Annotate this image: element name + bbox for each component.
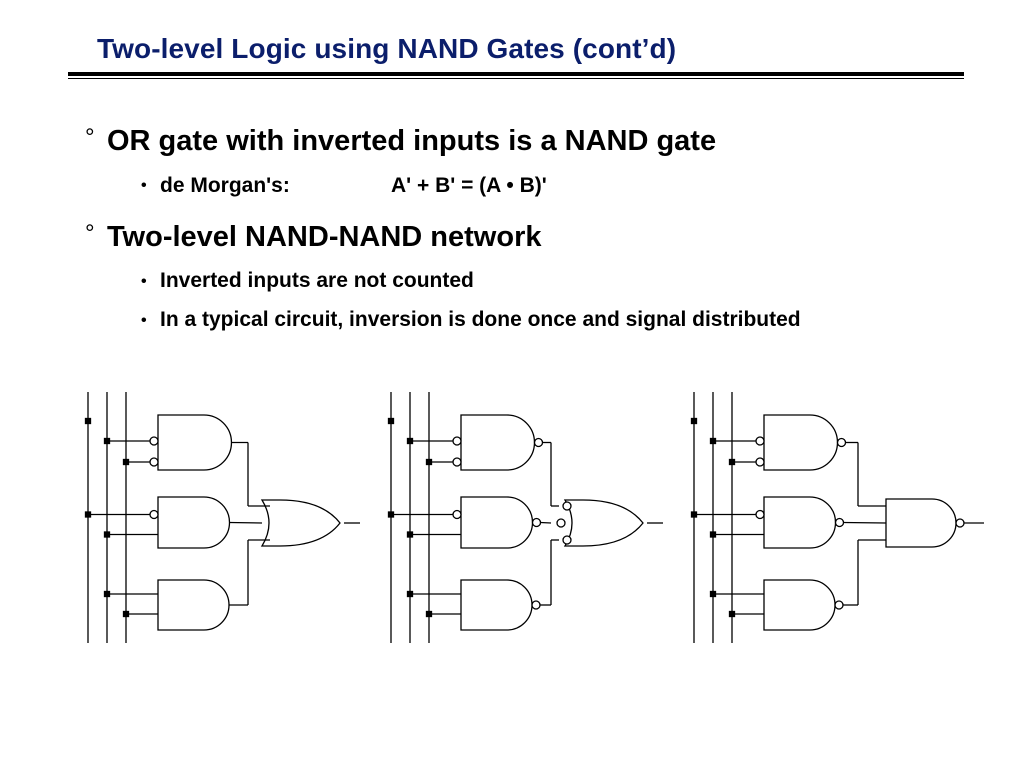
inversion-bubble [533,437,544,448]
and-gate [460,496,534,549]
de-morgan-formula: A' + B' = (A • B)' [391,174,547,197]
junction-dot [122,458,130,466]
wire [540,521,552,524]
junction-dot [406,590,414,598]
junction-dot [728,458,736,466]
junction-dot [387,511,395,518]
junction-dot [84,417,92,425]
junction-dot [709,531,717,538]
inversion-bubble [149,436,159,446]
sub-bullet-marker: • [141,312,147,329]
inversion-bubble [562,501,572,511]
inversion-bubble [755,457,765,467]
or-gate [563,499,644,547]
junction-dot [387,417,395,425]
inversion-bubble [149,509,159,520]
junction-dot [103,437,111,445]
bullet-marker: ° [85,124,95,151]
inversion-bubble [531,517,542,528]
and-gate [157,414,233,471]
and-gate [763,496,837,549]
sub-bullet-inverted-inputs: Inverted inputs are not counted [160,269,474,292]
junction-dot [122,610,130,618]
inversion-bubble [452,436,462,446]
junction-dot [690,417,698,425]
inversion-bubble [834,517,845,528]
bullet-nand-nand-network: Two-level NAND-NAND network [107,221,542,253]
junction-dot [425,610,433,618]
slide-title: Two-level Logic using NAND Gates (cont’d… [97,33,677,64]
and-gate [460,579,533,631]
junction-dot [728,610,736,618]
junction-dot [103,531,111,538]
and-gate [763,579,836,631]
and-gate [157,496,231,549]
wire [843,521,887,524]
junction-dot [84,511,92,518]
sub-bullet-inversion-distributed: In a typical circuit, inversion is done … [160,308,801,331]
sub-bullet-de-morgan: de Morgan's: [160,174,290,197]
junction-dot [406,437,414,445]
inversion-bubble [562,535,572,545]
inversion-bubble [755,509,765,520]
inversion-bubble [556,518,566,528]
sub-bullet-marker: • [141,177,147,194]
junction-dot [690,511,698,518]
inversion-bubble [531,600,541,610]
title-underline-thick [68,72,964,76]
sub-bullet-marker: • [141,273,147,290]
wire [229,521,263,524]
junction-dot [406,531,414,538]
bullet-or-gate: OR gate with inverted inputs is a NAND g… [107,125,717,157]
and-gate [763,414,839,471]
junction-dot [103,590,111,598]
or-gate [260,499,341,547]
and-gate [460,414,536,471]
bullet-marker: ° [85,220,95,247]
inversion-bubble [836,437,847,448]
inversion-bubble [452,509,462,520]
junction-dot [709,437,717,445]
and-gate [157,579,230,631]
and-gate [885,498,957,548]
inversion-bubble [452,457,462,467]
inversion-bubble [149,457,159,467]
inversion-bubble [955,518,965,528]
title-underline-thin [68,78,964,79]
junction-dot [425,458,433,466]
inversion-bubble [755,436,765,446]
inversion-bubble [834,600,844,610]
junction-dot [709,590,717,598]
